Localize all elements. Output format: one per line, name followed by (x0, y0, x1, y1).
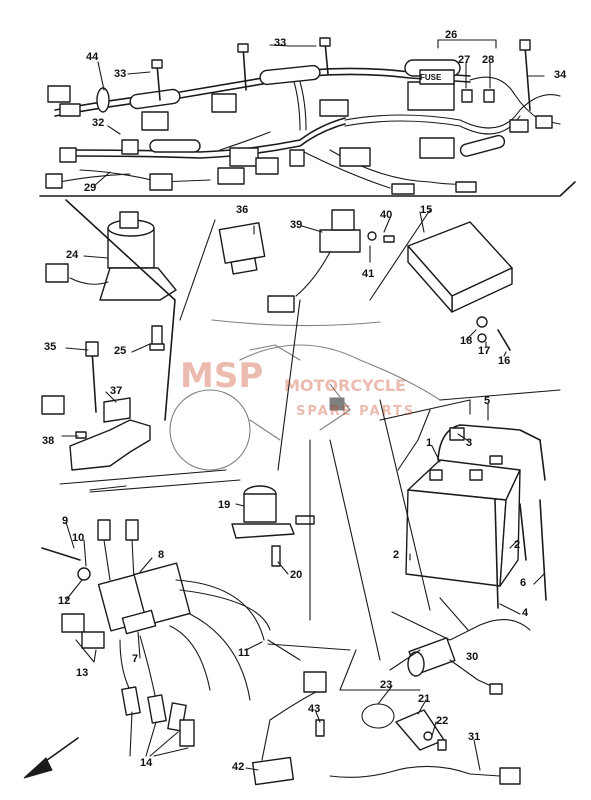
main-switch (45, 211, 177, 351)
section-lines (59, 299, 561, 661)
callout-35: 35 (44, 341, 57, 353)
cdi-unit (407, 221, 513, 351)
callout-12: 12 (58, 595, 71, 607)
callout-17: 17 (478, 345, 491, 357)
callout-6: 6 (520, 577, 527, 589)
callout-13: 13 (76, 667, 89, 679)
callout-40: 40 (380, 209, 393, 221)
callout-26: 26 (445, 29, 458, 41)
callout-9: 9 (62, 515, 69, 527)
callout-27: 27 (458, 54, 471, 66)
callout-10: 10 (72, 532, 85, 544)
starter-relay (231, 485, 315, 567)
relay-group (179, 209, 431, 321)
callout-33: 33 (274, 37, 287, 49)
callout-14: 14 (140, 757, 153, 769)
callout-43: 43 (308, 703, 321, 715)
bracket (41, 199, 176, 471)
leader-lines (61, 39, 545, 771)
callout-32: 32 (92, 117, 105, 129)
callout-16: 16 (498, 355, 511, 367)
watermark-logo: MSP (180, 356, 264, 396)
callout-15: 15 (420, 204, 433, 216)
battery-group (397, 399, 547, 609)
callout-34: 34 (554, 69, 567, 81)
callout-5: 5 (484, 395, 491, 407)
sensor-group (251, 611, 531, 786)
watermark-line1: MOTORCYCLE (284, 376, 406, 395)
callout-22: 22 (436, 715, 449, 727)
callout-21: 21 (418, 693, 431, 705)
callout-19: 19 (218, 499, 231, 511)
callout-7: 7 (132, 653, 139, 665)
callout-8: 8 (158, 549, 165, 561)
callout-37: 37 (110, 385, 123, 397)
callout-29: 29 (84, 182, 97, 194)
callout-42: 42 (232, 761, 245, 773)
callout-2: 2 (393, 549, 400, 561)
watermark-line2: SPARE PARTS (296, 404, 416, 419)
callout-30: 30 (466, 651, 479, 663)
front-arrow-icon (23, 737, 79, 779)
callout-24: 24 (66, 249, 79, 261)
callout-11: 11 (238, 647, 250, 659)
callout-2: 2 (514, 539, 521, 551)
callout-25: 25 (114, 345, 127, 357)
callout-36: 36 (236, 204, 249, 216)
callout-4: 4 (522, 607, 529, 619)
callout-20: 20 (290, 569, 303, 581)
wire-harness (45, 37, 561, 195)
callout-1: 1 (426, 437, 433, 449)
callout-3: 3 (466, 437, 473, 449)
callout-28: 28 (482, 54, 495, 66)
callout-44: 44 (86, 51, 99, 63)
callout-23: 23 (380, 679, 393, 691)
callout-39: 39 (290, 219, 303, 231)
ignition-coils (41, 479, 271, 747)
motorcycle-outline (169, 319, 441, 471)
callout-31: 31 (468, 731, 481, 743)
callout-41: 41 (362, 268, 375, 280)
fuse-box-label: FUSE (420, 73, 442, 82)
callout-18: 18 (460, 335, 473, 347)
callout-33: 33 (114, 68, 127, 80)
callout-38: 38 (42, 435, 55, 447)
harness-frame (39, 181, 576, 197)
